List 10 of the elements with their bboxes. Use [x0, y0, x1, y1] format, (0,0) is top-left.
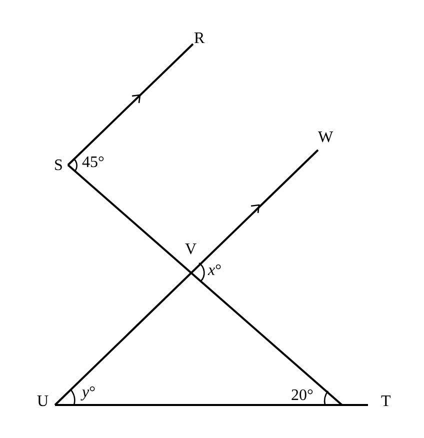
angle-label: 20° [291, 387, 314, 405]
angle-label: x° [208, 262, 222, 280]
point-label: R [194, 30, 205, 48]
point-label: T [381, 393, 391, 411]
angle-label: 45° [82, 154, 104, 172]
angle-label: y° [82, 384, 96, 402]
point-label: V [185, 241, 197, 259]
point-label: U [37, 393, 49, 411]
point-label: W [318, 129, 334, 147]
point-label: S [54, 157, 63, 175]
